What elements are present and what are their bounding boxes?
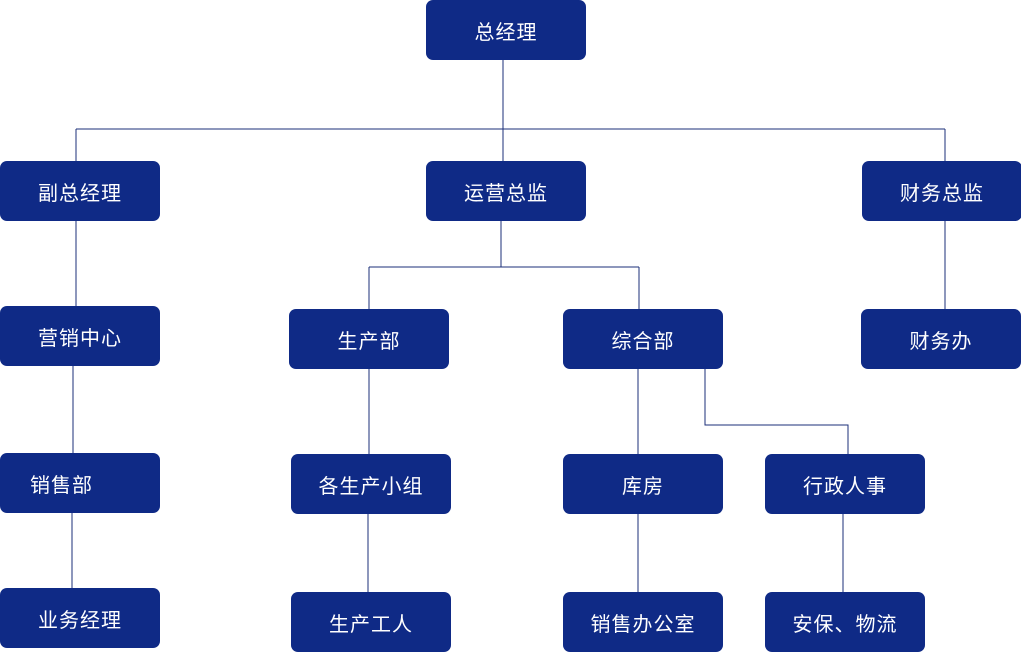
node-label: 总经理 xyxy=(474,19,538,44)
node-general-affairs-dept[interactable]: 综合部 xyxy=(563,309,723,369)
node-sales-dept[interactable]: 销售部 xyxy=(0,453,160,513)
node-label: 销售办公室 xyxy=(590,611,696,636)
node-label: 财务办 xyxy=(909,328,973,353)
node-label: 安保、物流 xyxy=(792,611,898,636)
node-general-manager[interactable]: 总经理 xyxy=(426,0,586,60)
node-label: 各生产小组 xyxy=(318,473,424,498)
node-label: 运营总监 xyxy=(464,180,548,205)
node-production-teams[interactable]: 各生产小组 xyxy=(291,454,451,514)
node-finance-director[interactable]: 财务总监 xyxy=(862,161,1021,221)
node-marketing-center[interactable]: 营销中心 xyxy=(0,306,160,366)
node-operations-director[interactable]: 运营总监 xyxy=(426,161,586,221)
node-label: 营销中心 xyxy=(38,325,122,350)
node-label: 行政人事 xyxy=(803,473,887,498)
node-label: 生产工人 xyxy=(329,611,413,636)
node-security-logistics[interactable]: 安保、物流 xyxy=(765,592,925,652)
node-warehouse[interactable]: 库房 xyxy=(563,454,723,514)
connector-general-affairs-to-admin xyxy=(704,369,849,454)
node-production-workers[interactable]: 生产工人 xyxy=(291,592,451,652)
node-deputy-general-manager[interactable]: 副总经理 xyxy=(0,161,160,221)
node-label: 财务总监 xyxy=(900,180,984,205)
node-label: 副总经理 xyxy=(38,180,122,205)
connector-gm-to-level2 xyxy=(75,60,946,161)
node-production-dept[interactable]: 生产部 xyxy=(289,309,449,369)
node-sales-office[interactable]: 销售办公室 xyxy=(563,592,723,652)
node-label: 销售部 xyxy=(30,472,93,497)
node-label: 生产部 xyxy=(337,328,401,353)
node-label: 综合部 xyxy=(611,328,675,353)
node-admin-hr[interactable]: 行政人事 xyxy=(765,454,925,514)
node-label: 库房 xyxy=(622,473,664,498)
node-business-manager[interactable]: 业务经理 xyxy=(0,588,160,648)
node-finance-office[interactable]: 财务办 xyxy=(861,309,1021,369)
connector-operations-to-depts xyxy=(368,221,640,309)
node-label: 业务经理 xyxy=(38,607,122,632)
